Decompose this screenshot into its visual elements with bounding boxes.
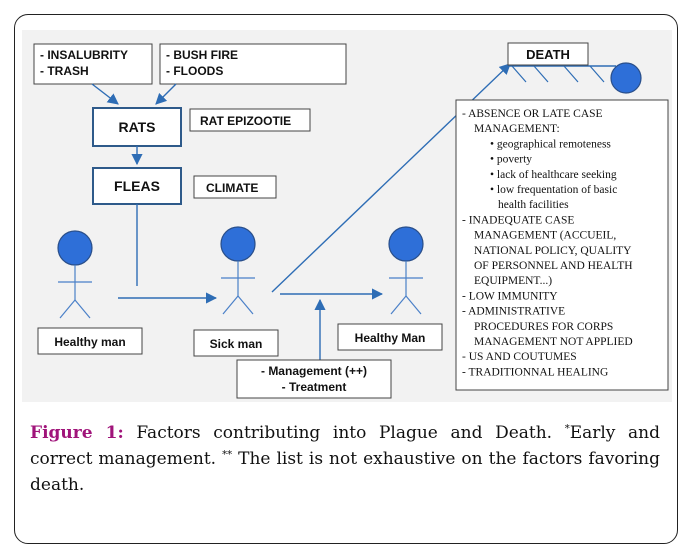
fleas-label: FLEAS [114,178,160,194]
sick-man-figure [220,226,256,315]
healthy-man-label-box-1 [37,327,143,355]
death-factor-line: - LOW IMMUNITY [462,290,558,302]
death-box [507,42,589,66]
caption-sup-1: * [564,423,570,435]
fishbone-rib-2 [533,65,549,83]
sick-man-label-box [193,329,279,357]
death-factor-line: - ADMINISTRATIVE [462,306,565,318]
fishbone-rib-1 [511,65,527,83]
death-factor-line: • lack of healthcare seeking [490,169,617,181]
death-factor-line: - US AND COUTUMES [462,351,577,363]
death-factor-line: NATIONAL POLICY, QUALITY [474,245,632,257]
healthy-man-figure-2 [388,226,424,315]
caption-sup-2: ** [222,449,233,461]
caption-text-2: Early and correct management. [30,423,660,469]
arrow-left-cause-to-rats [91,83,119,105]
management-box [236,359,392,399]
death-factor-line: MANAGEMENT NOT APPLIED [474,336,633,348]
death-label: DEATH [526,47,570,62]
healthy-man-label-box-2 [337,323,443,351]
healthy-man-figure-1 [57,230,93,319]
death-factors-box [455,99,669,391]
figure-caption: Figure 1: Factors contributing into Plag… [30,420,660,498]
death-factor-line: PROCEDURES FOR CORPS [474,321,613,333]
death-factor-line: OF PERSONNEL AND HEALTH [474,260,633,272]
healthy-man-label-1: Healthy man [54,335,125,349]
caption-text-1: Factors contributing into Plague and Dea… [123,423,565,443]
fishbone-rib-3 [563,65,579,83]
rats-label: RATS [118,119,155,135]
rats-box [92,107,182,147]
death-factors-list: - ABSENCE OR LATE CASE MANAGEMENT: • geogr… [462,108,633,378]
healthy-man-label-2: Healthy Man [355,331,426,345]
death-factor-line: MANAGEMENT (ACCUEIL, [474,230,616,242]
fishbone-rib-4 [589,65,605,83]
death-factor-line: • geographical remoteness [490,138,611,150]
death-factor-line: - ABSENCE OR LATE CASE [462,108,603,120]
death-factor-line: health facilities [498,199,569,211]
caption-text-3: The list is not exhaustive on the factor… [30,449,660,495]
cause-box-left [33,43,153,85]
cause-box-right [159,43,347,85]
cause-right-line-1: - BUSH FIRE [166,48,238,62]
climate-box [193,175,277,199]
arrow-right-cause-to-rats [155,83,177,105]
rat-epizootie-label: RAT EPIZOOTIE [200,114,291,128]
death-factor-line: - TRADITIONNAL HEALING [462,366,608,378]
fleas-box [92,167,182,205]
cause-left-line-1: - INSALUBRITY [40,48,128,62]
death-head-icon [610,62,642,94]
death-factor-line: • low frequentation of basic [490,184,617,196]
management-line-1: - Management (++) [261,364,367,378]
climate-label: CLIMATE [206,181,258,195]
cause-left-line-2: - TRASH [40,64,89,78]
sick-man-label: Sick man [210,337,263,351]
rat-epizootie-box [189,108,311,132]
death-factor-line: - INADEQUATE CASE [462,214,574,226]
caption-label: Figure 1: [30,423,124,443]
death-factor-line: • poverty [490,154,532,166]
death-factor-line: MANAGEMENT: [474,123,560,135]
management-line-2: - Treatment [282,380,347,394]
death-factor-line: EQUIPMENT...) [474,275,552,287]
cause-right-line-2: - FLOODS [166,64,223,78]
